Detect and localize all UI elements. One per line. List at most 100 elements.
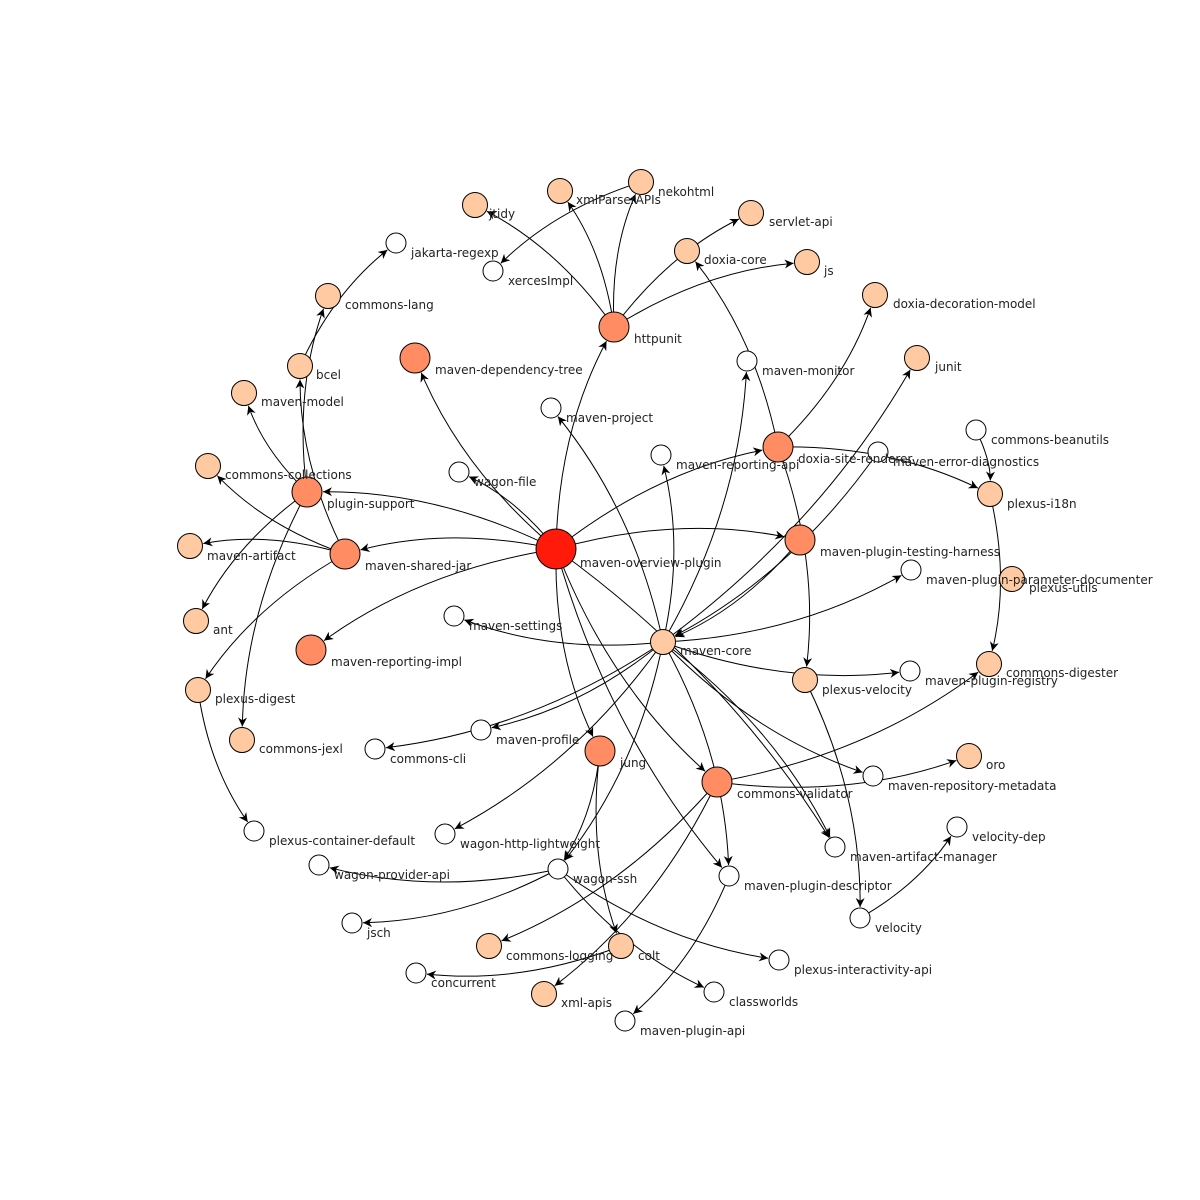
node-junit[interactable] [904,345,930,371]
node-label-bcel: bcel [316,368,341,382]
node-maven-plugin-api[interactable] [614,1010,636,1032]
node-label-plugin-support: plugin-support [327,497,415,511]
node-jung[interactable] [584,735,616,767]
node-maven-repository-metadata[interactable] [862,765,884,787]
node-plexus-i18n[interactable] [977,481,1003,507]
node-oro[interactable] [956,743,982,769]
edge-maven-core-to-maven-artifact-manager [662,641,831,838]
node-label-maven-dependency-tree: maven-dependency-tree [435,363,583,377]
node-maven-profile[interactable] [470,719,492,741]
node-label-maven-settings: maven-settings [469,619,562,633]
edge-httpunit-to-servlet-api [613,218,740,328]
node-servlet-api[interactable] [738,200,764,226]
edge-maven-shared-jar-to-maven-artifact [203,537,346,555]
node-label-commons-jexl: commons-jexl [259,742,343,756]
edge-wagon-ssh-to-wagon-provider-api [329,865,559,883]
node-plexus-utils[interactable] [999,566,1025,592]
node-label-ant: ant [213,623,233,637]
node-velocity-dep[interactable] [946,816,968,838]
node-maven-plugin-registry[interactable] [899,660,921,682]
node-maven-plugin-testing-harness[interactable] [784,524,816,556]
node-commons-lang[interactable] [315,283,341,309]
edge-velocity-to-velocity-dep [859,835,952,919]
node-xmlParserAPIs[interactable] [547,178,573,204]
node-maven-monitor[interactable] [736,350,758,372]
node-wagon-http-lightweight[interactable] [434,823,456,845]
node-label-maven-project: maven-project [566,411,653,425]
node-wagon-ssh[interactable] [547,858,569,880]
node-colt[interactable] [608,933,634,959]
node-commons-logging[interactable] [476,933,502,959]
node-maven-project[interactable] [540,397,562,419]
node-plugin-support[interactable] [291,476,323,508]
node-wagon-file[interactable] [448,461,470,483]
node-maven-settings[interactable] [443,605,465,627]
edge-maven-overview-plugin-to-maven-plugin-descriptor [555,548,723,868]
node-plexus-interactivity-api[interactable] [768,949,790,971]
edge-doxia-site-renderer-to-plexus-velocity [777,446,813,667]
edge-maven-core-to-wagon-ssh [564,641,664,861]
node-label-wagon-ssh: wagon-ssh [573,872,637,886]
node-jtidy[interactable] [462,192,488,218]
node-label-plexus-utils: plexus-utils [1029,581,1098,595]
node-bcel[interactable] [287,353,313,379]
node-commons-jexl[interactable] [229,727,255,753]
node-doxia-decoration-model[interactable] [862,282,888,308]
node-label-js: js [823,264,834,278]
edge-maven-overview-plugin-to-commons-validator [555,548,706,772]
edge-maven-core-to-junit [662,369,911,643]
node-label-jsch: jsch [366,926,391,940]
node-maven-overview-plugin[interactable] [535,528,577,570]
node-classworlds[interactable] [703,981,725,1003]
edge-maven-core-to-maven-plugin-registry [662,641,900,678]
node-plexus-velocity[interactable] [792,667,818,693]
node-plexus-digest[interactable] [185,677,211,703]
node-label-maven-plugin-parameter-documenter: maven-plugin-parameter-documenter [926,573,1153,587]
node-maven-artifact[interactable] [177,533,203,559]
node-maven-plugin-parameter-documenter[interactable] [900,559,922,581]
node-maven-reporting-impl[interactable] [295,634,327,666]
node-label-plexus-container-default: plexus-container-default [269,834,415,848]
node-nekohtml[interactable] [628,169,654,195]
edge-doxia-site-renderer-to-doxia-core [695,261,779,448]
node-label-maven-reporting-api: maven-reporting-api [676,458,799,472]
node-maven-dependency-tree[interactable] [399,342,431,374]
node-commons-cli[interactable] [364,738,386,760]
node-commons-validator[interactable] [701,766,733,798]
edge-httpunit-to-js [613,259,794,328]
node-maven-error-diagnostics[interactable] [867,441,889,463]
node-xml-apis[interactable] [531,981,557,1007]
node-commons-beanutils[interactable] [965,419,987,441]
node-maven-shared-jar[interactable] [329,538,361,570]
node-commons-collections[interactable] [195,453,221,479]
node-plexus-container-default[interactable] [243,820,265,842]
edge-commons-validator-to-commons-logging [501,781,718,942]
node-xercesImpl[interactable] [482,260,504,282]
node-label-httpunit: httpunit [634,332,682,346]
node-maven-model[interactable] [231,380,257,406]
node-label-wagon-file: wagon-file [474,475,536,489]
edge-maven-overview-plugin-to-plugin-support [322,487,557,550]
node-jakarta-regexp[interactable] [385,232,407,254]
node-velocity[interactable] [849,907,871,929]
node-label-maven-plugin-api: maven-plugin-api [640,1024,745,1038]
node-maven-core[interactable] [650,629,676,655]
node-concurrent[interactable] [405,962,427,984]
node-ant[interactable] [183,608,209,634]
node-doxia-site-renderer[interactable] [762,431,794,463]
edge-commons-validator-to-commons-digester [716,671,979,783]
node-jsch[interactable] [341,912,363,934]
node-label-maven-overview-plugin: maven-overview-plugin [580,556,722,570]
node-httpunit[interactable] [598,311,630,343]
node-wagon-provider-api[interactable] [308,854,330,876]
node-doxia-core[interactable] [674,238,700,264]
edge-httpunit-to-jtidy [486,210,615,328]
node-maven-reporting-api[interactable] [650,444,672,466]
node-maven-plugin-descriptor[interactable] [718,865,740,887]
node-commons-digester[interactable] [976,651,1002,677]
edge-maven-overview-plugin-to-jung [555,548,594,737]
node-js[interactable] [794,249,820,275]
node-maven-artifact-manager[interactable] [824,836,846,858]
node-label-commons-beanutils: commons-beanutils [991,433,1109,447]
